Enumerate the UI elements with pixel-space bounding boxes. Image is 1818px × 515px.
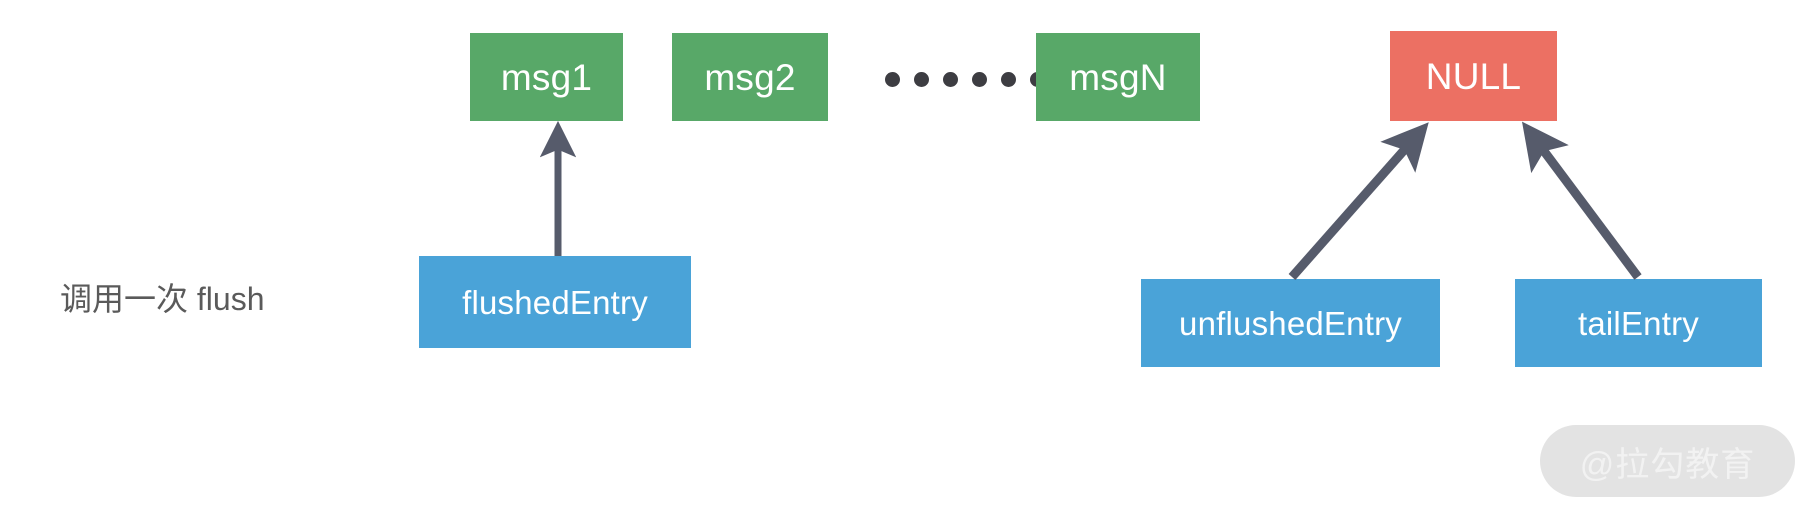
node-msg2-label: msg2 (704, 56, 796, 98)
node-unflushed-entry[interactable]: unflushedEntry (1141, 279, 1440, 367)
watermark-text: @拉勾教育 (1579, 445, 1756, 484)
ellipsis-dots-icon (885, 72, 1045, 87)
node-tail-entry-label: tailEntry (1577, 304, 1699, 342)
dot-icon (972, 72, 987, 87)
node-flushed-entry[interactable]: flushedEntry (419, 256, 691, 348)
dot-icon (1001, 72, 1016, 87)
node-msg2[interactable]: msg2 (672, 33, 828, 121)
node-tail-entry[interactable]: tailEntry (1515, 279, 1762, 367)
dot-icon (943, 72, 958, 87)
dot-icon (885, 72, 900, 87)
flush-annotation-label: 调用一次 flush (60, 281, 265, 317)
node-msgn-label: msgN (1069, 56, 1167, 98)
dot-icon (914, 72, 929, 87)
node-null-label: NULL (1425, 55, 1522, 97)
watermark-badge: @拉勾教育 (1540, 425, 1795, 497)
node-unflushed-entry-label: unflushedEntry (1179, 304, 1402, 342)
node-msgn[interactable]: msgN (1036, 33, 1200, 121)
node-null[interactable]: NULL (1390, 31, 1557, 121)
arrow-tailentry-to-null (1522, 121, 1642, 280)
arrow-unflushedentry-to-null (1288, 122, 1429, 280)
node-flushed-entry-label: flushedEntry (462, 283, 648, 321)
node-msg1[interactable]: msg1 (470, 33, 623, 121)
node-msg1-label: msg1 (500, 56, 593, 98)
